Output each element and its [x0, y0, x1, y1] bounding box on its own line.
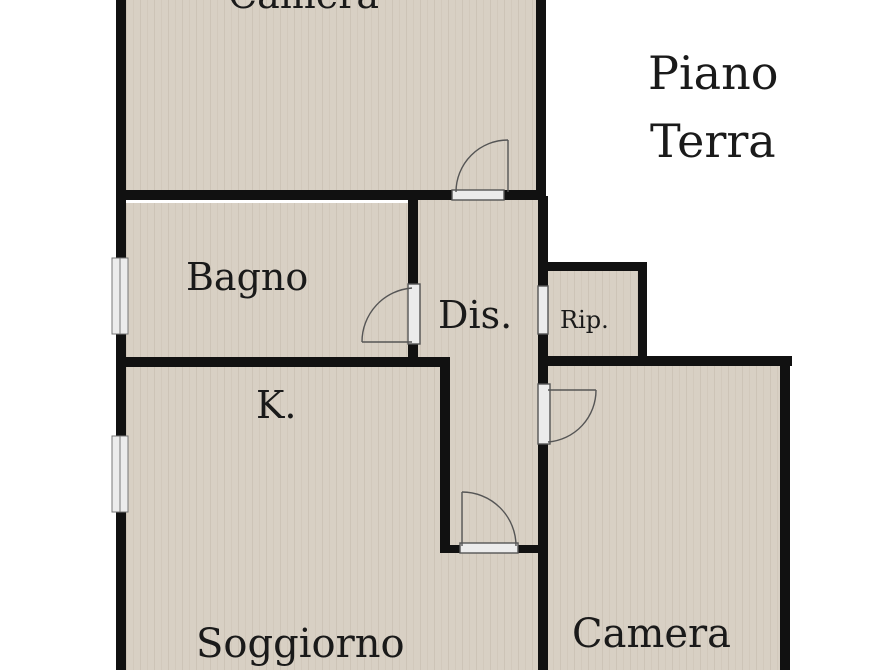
- wall-bagno-bottom: [116, 357, 450, 367]
- wall-camera-bottom-top: [546, 356, 792, 366]
- wall-dis-bottom-right: [518, 545, 546, 553]
- wall-dis-left: [440, 364, 450, 550]
- doors: [361, 139, 597, 554]
- label-disimpegno: Dis.: [438, 293, 513, 337]
- wall-bagno-right-2: [408, 344, 418, 364]
- floor-soggiorno: [124, 366, 546, 670]
- wall-dis-right-lower: [538, 444, 548, 670]
- wall-rip-right: [638, 262, 647, 362]
- wall-camera-bottom-right: [780, 356, 790, 670]
- wall-camera-top-bottom: [116, 190, 452, 200]
- floor-camera-top: [124, 0, 546, 192]
- label-cucina: K.: [256, 383, 297, 427]
- floor-title-line1: Piano: [648, 46, 779, 100]
- door-bagno: [361, 283, 421, 345]
- label-soggiorno: Soggiorno: [196, 621, 405, 667]
- wall-rip-top: [546, 262, 646, 271]
- floor-ripostiglio: [546, 268, 642, 358]
- wall-dis-right-mid: [538, 334, 548, 384]
- windows: [111, 257, 129, 513]
- floor-bagno: [124, 203, 416, 357]
- walls: [116, 0, 792, 670]
- door-camera-bottom: [537, 383, 597, 445]
- wall-camera-top-bottom-2: [504, 190, 546, 200]
- wall-bagno-right: [408, 200, 418, 284]
- floor-areas: [124, 0, 784, 670]
- label-ripostiglio: Rip.: [560, 306, 609, 334]
- floor-title-line2: Terra: [650, 114, 776, 168]
- floor-camera-bottom: [546, 364, 784, 670]
- door-camera-top: [451, 139, 509, 201]
- door-ripostiglio: [537, 285, 549, 335]
- wall-dis-bottom-left: [440, 545, 460, 553]
- wall-left-outer: [116, 0, 126, 670]
- label-camera-top: Camera: [228, 0, 379, 14]
- wall-camera-top-right: [536, 0, 546, 200]
- door-soggiorno: [459, 491, 519, 554]
- label-bagno: Bagno: [186, 255, 309, 299]
- label-camera-bottom: Camera: [572, 611, 732, 657]
- wall-dis-right-upper: [538, 196, 548, 286]
